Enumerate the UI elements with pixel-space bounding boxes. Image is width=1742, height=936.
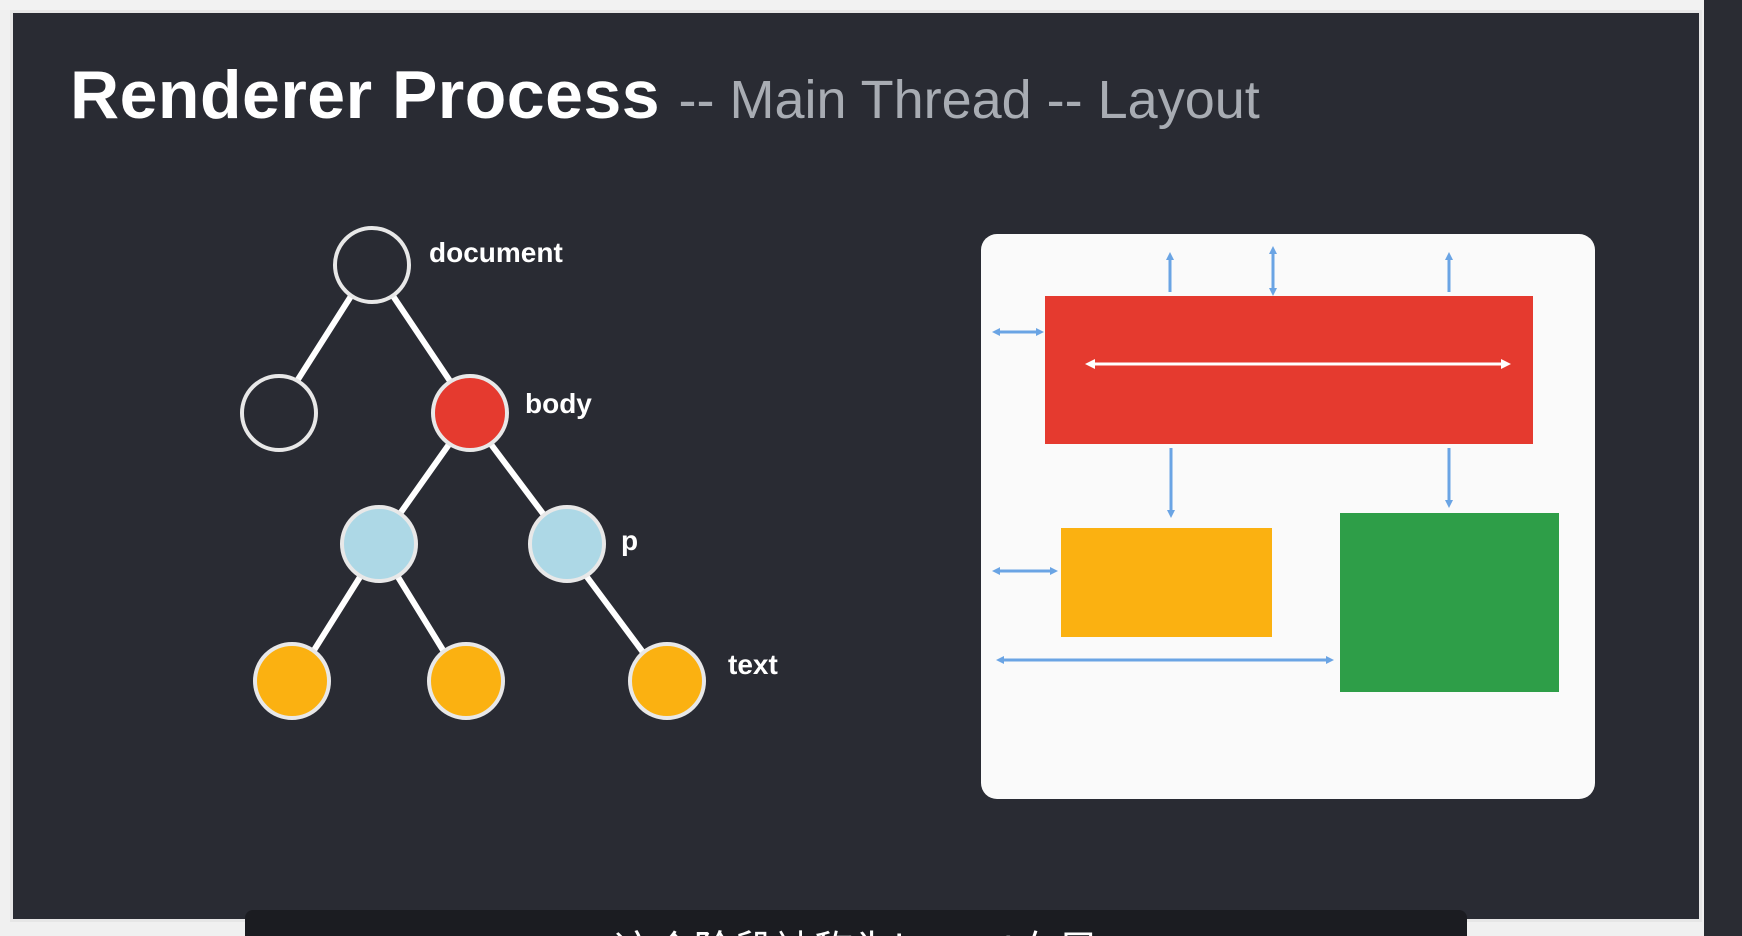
edge-document-body bbox=[388, 290, 453, 384]
node-p bbox=[528, 505, 606, 583]
video-subtitle-bar: 这个阶段被称为layout布局 bbox=[245, 910, 1467, 936]
title-main: Renderer Process bbox=[70, 57, 661, 133]
node-text-2 bbox=[427, 642, 505, 720]
edge-body-left-child bbox=[396, 440, 453, 518]
node-body bbox=[431, 374, 509, 452]
edge-p-text bbox=[584, 574, 648, 658]
tree-edges bbox=[294, 290, 648, 658]
label-body: body bbox=[525, 388, 592, 419]
edge-document-left bbox=[294, 290, 356, 384]
node-document bbox=[333, 226, 411, 304]
title-subtitle: -- Main Thread -- Layout bbox=[678, 70, 1260, 130]
node-text-3 bbox=[628, 642, 706, 720]
node-text-1 bbox=[253, 642, 331, 720]
layout-box-yellow bbox=[1061, 528, 1272, 637]
video-subtitle-text: 这个阶段被称为layout布局 bbox=[245, 918, 1467, 936]
label-text: text bbox=[728, 649, 778, 680]
layout-box-red bbox=[1045, 296, 1533, 444]
edge-body-p bbox=[487, 440, 547, 518]
layout-box-green bbox=[1340, 513, 1559, 692]
layout-arrows bbox=[992, 246, 1453, 664]
label-document: document bbox=[429, 237, 563, 268]
video-right-edge bbox=[1704, 0, 1742, 936]
edge-child-text-1 bbox=[308, 574, 363, 658]
node-empty bbox=[240, 374, 318, 452]
slide-title: Renderer Process -- Main Thread -- Layou… bbox=[70, 56, 1260, 134]
edge-child-text-2 bbox=[395, 574, 449, 658]
top-strip bbox=[0, 0, 1742, 10]
label-p: p bbox=[621, 525, 638, 556]
node-child bbox=[340, 505, 418, 583]
